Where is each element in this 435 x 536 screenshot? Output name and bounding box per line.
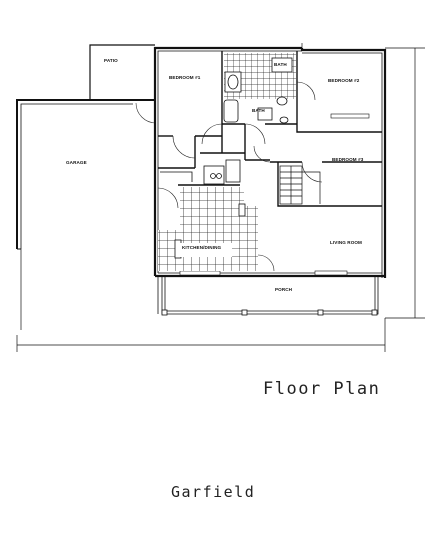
- exterior-walls: [153, 46, 387, 278]
- room-labels: PATIO GARAGE BEDROOM #1 BATH BATH BEDROO…: [66, 58, 364, 292]
- label-kitchen-dining: KITCHEN/DINING: [182, 245, 221, 250]
- kitchen-tile-floor: [158, 187, 258, 271]
- dimension-lines: [16, 43, 425, 352]
- page-title: Floor Plan: [263, 379, 381, 399]
- interior-walls: [158, 51, 382, 207]
- stairs: [279, 165, 321, 205]
- label-bath-upper: BATH: [274, 62, 287, 67]
- kitchen-counters: [160, 159, 246, 259]
- label-porch: PORCH: [275, 287, 293, 292]
- label-patio: PATIO: [104, 58, 118, 63]
- label-bedroom-2: BEDROOM #2: [328, 78, 360, 83]
- patio: [89, 44, 155, 100]
- label-bedroom-1: BEDROOM #1: [169, 75, 201, 80]
- label-living-room: LIVING ROOM: [330, 240, 362, 245]
- label-garage: GARAGE: [66, 160, 87, 165]
- label-bath-lower: BATH: [252, 108, 265, 113]
- plan-name: Garfield: [171, 483, 256, 501]
- door-swings: [157, 81, 323, 272]
- garage: [16, 99, 157, 250]
- label-bedroom-3: BEDROOM #3: [332, 157, 364, 162]
- bath-fixtures: [223, 57, 293, 124]
- porch: [157, 276, 379, 316]
